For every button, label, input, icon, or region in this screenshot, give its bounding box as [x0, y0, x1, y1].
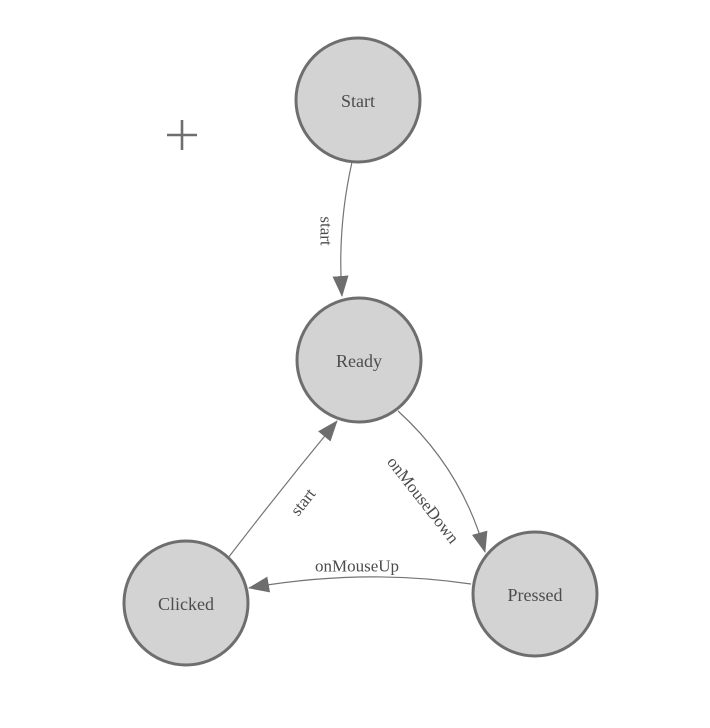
state-node-pressed[interactable]: Pressed	[471, 530, 599, 658]
transition-line-ready-pressed[interactable]	[397, 410, 488, 553]
state-circle-clicked[interactable]	[122, 539, 250, 667]
state-node-start[interactable]: Start	[294, 36, 422, 164]
transition-ready-pressed[interactable]: onMouseDown	[383, 410, 488, 553]
transition-label-clicked-ready: start	[287, 484, 320, 519]
crosshair-cursor-icon	[167, 120, 197, 150]
transition-line-start-ready[interactable]	[332, 161, 353, 297]
transition-pressed-clicked[interactable]: onMouseUp	[248, 557, 472, 593]
transition-clicked-ready[interactable]: start	[227, 420, 338, 559]
transition-label-start-ready: start	[317, 216, 336, 246]
state-circle-ready[interactable]	[295, 296, 423, 424]
transition-line-clicked-ready[interactable]	[227, 420, 338, 559]
state-circle-pressed[interactable]	[471, 530, 599, 658]
state-label-start: Start	[341, 91, 375, 111]
transition-line-pressed-clicked[interactable]	[248, 576, 472, 593]
state-label-pressed: Pressed	[508, 585, 563, 605]
state-node-clicked[interactable]: Clicked	[122, 539, 250, 667]
transition-start-ready[interactable]: start	[317, 161, 353, 297]
state-label-ready: Ready	[336, 351, 382, 371]
state-circle-start[interactable]	[294, 36, 422, 164]
transition-label-ready-pressed: onMouseDown	[383, 453, 463, 548]
state-label-clicked: Clicked	[158, 594, 214, 614]
transition-label-pressed-clicked: onMouseUp	[315, 557, 399, 576]
state-node-ready[interactable]: Ready	[295, 296, 423, 424]
